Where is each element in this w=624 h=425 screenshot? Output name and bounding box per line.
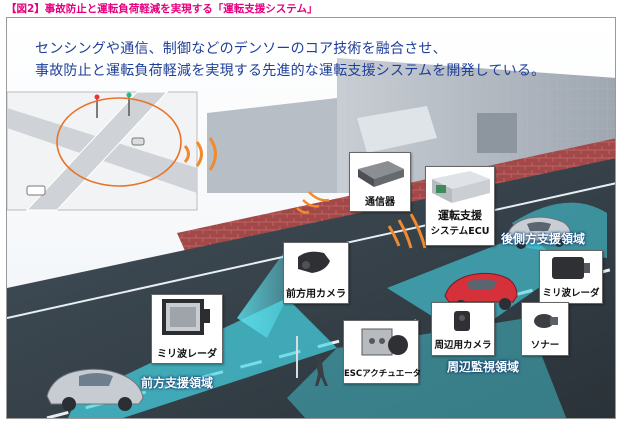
esc-card: ESCアクチュエータ [343,320,422,384]
sonar-label: ソナー [530,340,560,351]
front-camera-card: 前方用カメラ [283,242,349,304]
front-radar-image [162,299,210,335]
ecu-image [432,171,490,203]
front-camera-label: 前方用カメラ [286,289,346,300]
headline-line-1: センシングや通信、制御などのデンソーのコア技術を融合させ、 [35,41,447,57]
front-radar-card: ミリ波レーダ [151,294,223,364]
front-camera-image [298,251,330,273]
comm-unit-card: 通信器 [349,152,411,212]
region-rear-side-label: 後側方支援領域 [501,232,586,246]
ecu-label-line-1: 運転支援 [438,209,482,222]
comm-unit-label: 通信器 [365,197,395,208]
rear-radar-card: ミリ波レーダ [539,250,603,304]
surround-camera-card: 周辺用カメラ [431,302,495,356]
car-center-red [444,272,518,312]
car-rear-right [506,216,572,249]
signal-waves [183,137,427,249]
region-front-label: 前方支援領域 [141,376,214,390]
car-front-left [46,368,144,411]
surround-camera-image [454,311,470,331]
sonar-image [534,314,558,328]
esc-image [361,328,408,356]
intersection-inset [7,91,198,211]
signal-waves-small [296,191,330,214]
headline-line-2: 事故防止と運転負荷軽減を実現する先進的な運転支援システムを開発している。 [35,63,546,79]
front-radar-label: ミリ波レーダ [157,349,217,360]
sonar-card: ソナー [521,302,569,356]
esc-label: ESCアクチュエータ [344,369,422,379]
comm-unit-image [358,161,404,187]
rear-radar-label: ミリ波レーダ [542,288,600,299]
rear-radar-image [552,257,590,279]
ecu-label-line-2: システムECU [430,226,490,237]
illustration-frame: センシングや通信、制御などのデンソーのコア技術を融合させ、 事故防止と運転負荷軽… [6,17,616,419]
figure-title: 【図2】事故防止と運転負荷軽減を実現する「運転支援システム」 [6,3,318,15]
ecu-card: 運転支援 システムECU [425,166,495,246]
pedestrian [315,355,328,386]
surround-camera-label: 周辺用カメラ [434,340,492,351]
region-surround-label: 周辺監視領域 [447,360,520,374]
